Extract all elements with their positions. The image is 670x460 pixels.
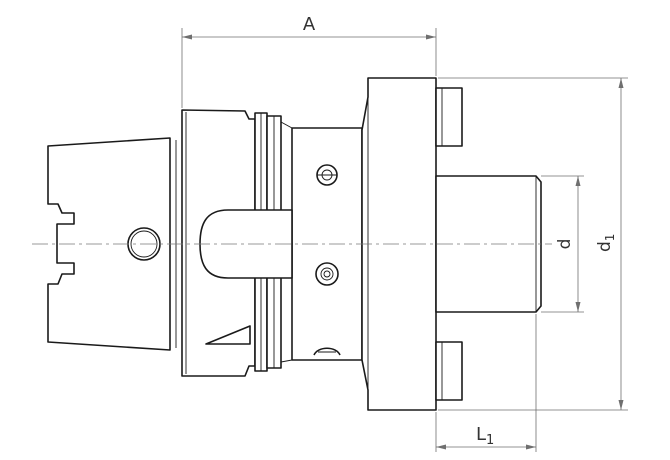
dimension-d1 (438, 77, 628, 411)
set-screw-lower (313, 347, 341, 356)
dimension-a-label: A (303, 14, 316, 35)
dimension-l1 (435, 314, 537, 452)
dimension-d1-label: d1 (595, 234, 617, 252)
main-body (181, 109, 363, 377)
dimension-d-label: d (555, 239, 575, 250)
spigot (435, 175, 542, 313)
dimension-a (181, 28, 437, 108)
set-screw-upper (316, 164, 338, 186)
dimension-l1-label: L1 (476, 424, 494, 448)
drive-key-lower (435, 341, 463, 401)
drive-key-upper (435, 87, 463, 147)
dimension-d (541, 175, 584, 313)
drive-hole-inner (130, 230, 158, 258)
set-screw-middle (315, 262, 339, 286)
